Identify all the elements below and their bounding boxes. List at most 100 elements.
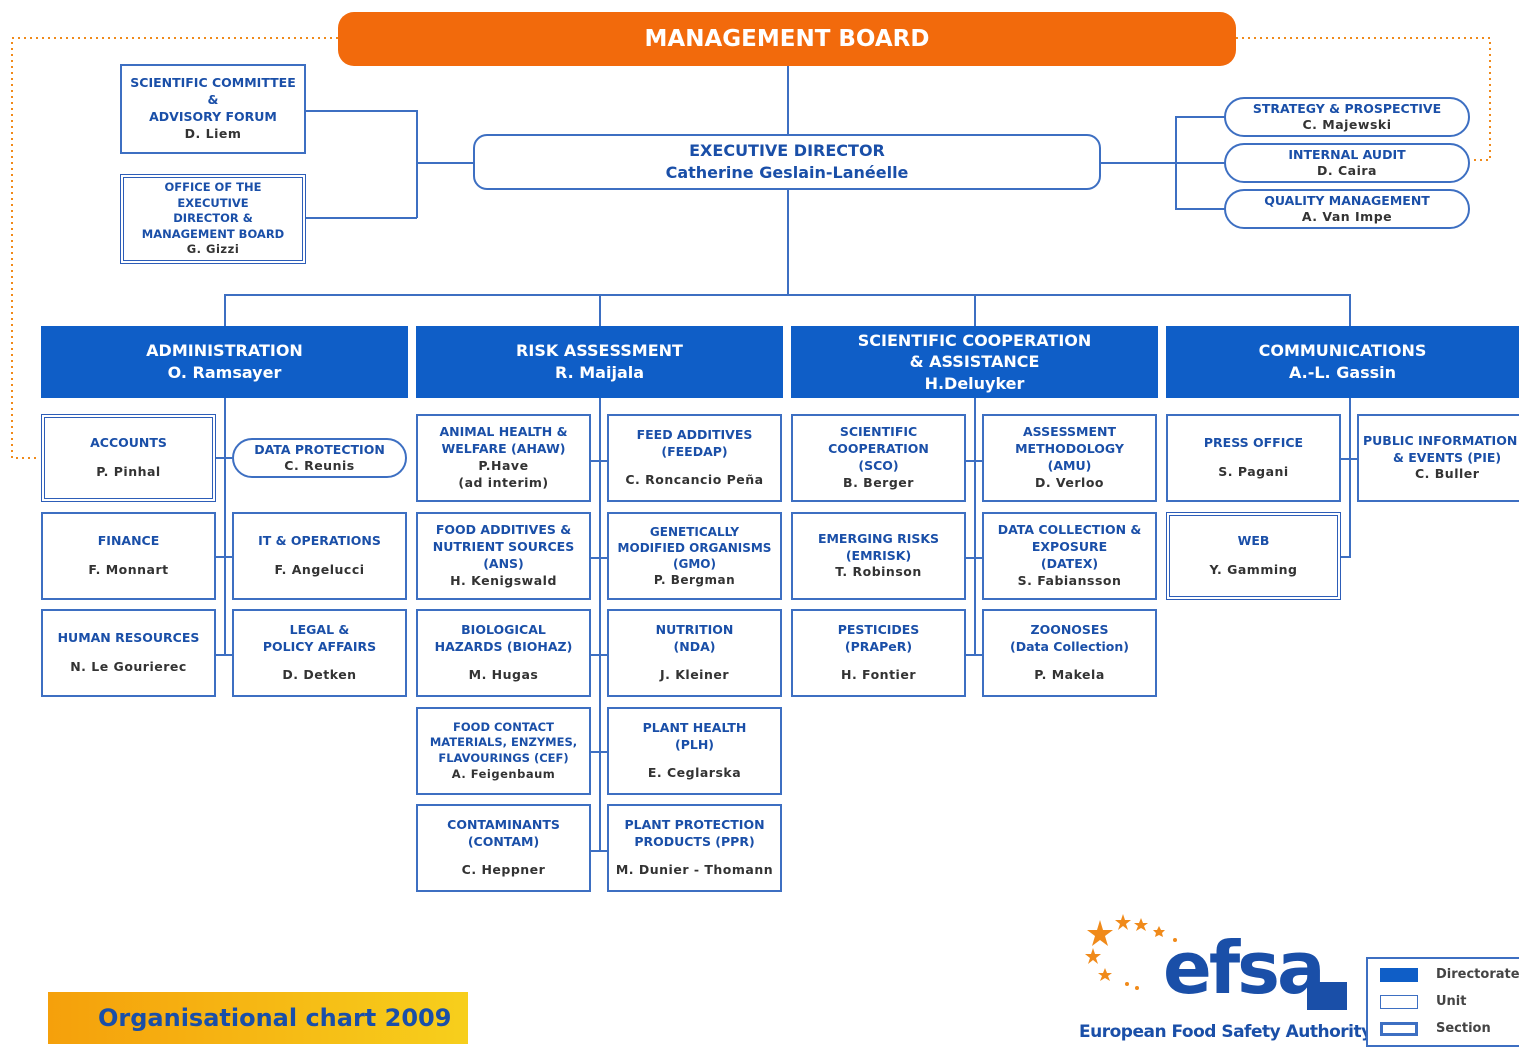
unit-title: IT & OPERATIONS [258,533,381,549]
box-line: SCIENTIFIC COMMITTEE [130,75,296,91]
legend-swatch-unit [1380,994,1418,1009]
unit-person: M. Hugas [468,667,539,683]
unit-title: METHODOLOGY [1015,441,1124,457]
unit-legal-policy: LEGAL & POLICY AFFAIRS D. Detken [232,609,407,697]
unit-plh: PLANT HEALTH (PLH) E. Ceglarska [607,707,782,795]
directorate-head: A.-L. Gassin [1288,363,1397,382]
unit-title: EMERGING RISKS [817,530,940,546]
unit-title: SCIENTIFIC [839,424,918,440]
unit-press-office: PRESS OFFICE S. Pagani [1166,414,1341,502]
directorate-head: O. Ramsayer [167,363,282,382]
legend-label: Unit [1436,994,1467,1009]
unit-title: (Data Collection) [1010,638,1129,654]
unit-person: C. Roncancio Peña [625,472,764,488]
unit-emrisk: EMERGING RISKS (EMRISK) T. Robinson [791,512,966,600]
unit-title: (GMO) [673,557,716,571]
pill-person: A. Van Impe [1301,209,1393,224]
unit-nda: NUTRITION (NDA) J. Kleiner [607,609,782,697]
directorate-communications: COMMUNICATIONS A.-L. Gassin [1166,326,1519,398]
unit-it-operations: IT & OPERATIONS F. Angelucci [232,512,407,600]
unit-datex: DATA COLLECTION & EXPOSURE (DATEX) S. Fa… [982,512,1157,600]
stars-icon [1085,914,1177,990]
unit-zoonoses: ZOONOSES (Data Collection) P. Makela [982,609,1157,697]
unit-person: P. Makela [1034,667,1105,683]
unit-title: HAZARDS (BIOHAZ) [434,638,573,654]
unit-person: C. Reunis [284,458,355,473]
unit-title: (DATEX) [1040,556,1099,571]
unit-title: (AMU) [1047,458,1092,473]
unit-title: WELFARE (AHAW) [441,441,566,457]
unit-accounts: ACCOUNTS P. Pinhal [41,414,216,502]
unit-title: WEB [1237,533,1270,549]
unit-title: PRODUCTS (PPR) [634,833,755,849]
legend: Directorate Unit Section [1366,957,1519,1047]
unit-title: GENETICALLY [649,524,740,539]
box-line: OFFICE OF THE EXECUTIVE [164,180,262,210]
unit-person: B. Berger [843,474,914,490]
unit-human-resources: HUMAN RESOURCES N. Le Gourierec [41,609,216,697]
box-line: DIRECTOR & [173,211,253,226]
legend-swatch-section [1380,1021,1418,1036]
unit-title: FEED ADDITIVES [636,426,753,442]
unit-title: (SCO) [858,458,899,473]
unit-title: (FEEDAP) [661,443,728,459]
pill-person: C. Majewski [1302,117,1392,132]
unit-person: S. Fabiansson [1017,572,1122,588]
internal-audit-pill: INTERNAL AUDIT D. Caira [1224,143,1470,183]
directorate-title: COMMUNICATIONS [1258,340,1427,360]
unit-data-protection: DATA PROTECTION C. Reunis [232,438,407,478]
unit-person: H. Fontier [841,667,916,683]
box-line: ADVISORY FORUM [149,109,277,124]
executive-title: EXECUTIVE DIRECTOR [689,140,885,160]
unit-title: NUTRIENT SOURCES [432,539,575,555]
unit-gmo: GENETICALLY MODIFIED ORGANISMS (GMO) P. … [607,512,782,600]
strategy-pill: STRATEGY & PROSPECTIVE C. Majewski [1224,97,1470,137]
efsa-logo: efsa European Food Safety Authority [1075,910,1372,1044]
unit-title: EXPOSURE [1031,539,1108,555]
pill-title: QUALITY MANAGEMENT [1264,192,1430,208]
unit-pie: PUBLIC INFORMATION & EVENTS (PIE) C. Bul… [1357,414,1519,502]
unit-title: FLAVOURINGS (CEF) [438,751,569,765]
directorate-head: R. Maijala [554,363,645,382]
unit-title: COOPERATION [828,441,929,457]
unit-person: C. Heppner [461,862,546,878]
legend-unit: Unit [1380,994,1466,1009]
unit-title: & EVENTS (PIE) [1393,449,1502,465]
unit-amu: ASSESSMENT METHODOLOGY (AMU) D. Verloo [982,414,1157,502]
unit-person: A. Feigenbaum [451,766,556,781]
unit-person: N. Le Gourierec [70,659,187,674]
pill-title: STRATEGY & PROSPECTIVE [1252,100,1442,116]
unit-title: CONTAMINANTS [447,816,560,832]
unit-title: (PLH) [674,736,714,752]
box-line: & [207,92,219,108]
directorate-scientific-cooperation: SCIENTIFIC COOPERATION & ASSISTANCE H.De… [791,326,1158,398]
unit-sco: SCIENTIFIC COOPERATION (SCO) B. Berger [791,414,966,502]
unit-ppr: PLANT PROTECTION PRODUCTS (PPR) M. Dunie… [607,804,782,892]
quality-management-pill: QUALITY MANAGEMENT A. Van Impe [1224,189,1470,229]
pill-person: D. Caira [1317,163,1377,178]
unit-contam: CONTAMINANTS (CONTAM) C. Heppner [416,804,591,892]
directorate-title: ADMINISTRATION [146,340,303,360]
unit-title: PLANT HEALTH [642,719,747,735]
unit-ahaw: ANIMAL HEALTH & WELFARE (AHAW) P.Have (a… [416,414,591,502]
unit-title: FOOD CONTACT [453,719,554,734]
unit-person: J. Kleiner [659,667,730,683]
box-person: D. Liem [184,125,242,141]
legend-swatch-directorate [1380,967,1418,982]
box-line: MANAGEMENT BOARD [141,226,285,241]
executive-name: Catherine Geslain-Lanéelle [665,163,909,182]
unit-title: FINANCE [97,533,160,549]
efsa-tagline: European Food Safety Authority [1079,1022,1372,1042]
unit-title: PLANT PROTECTION [624,816,765,832]
unit-title: PESTICIDES [837,621,920,637]
directorate-head: H.Deluyker [924,373,1025,393]
unit-person: D. Detken [282,667,357,683]
directorate-risk-assessment: RISK ASSESSMENT R. Maijala [416,326,783,398]
unit-title: HUMAN RESOURCES [57,630,200,646]
unit-title: POLICY AFFAIRS [262,638,377,654]
scientific-committee-box: SCIENTIFIC COMMITTEE & ADVISORY FORUM D.… [120,64,306,154]
legend-section: Section [1380,1021,1491,1036]
unit-title: PUBLIC INFORMATION [1363,432,1518,448]
directorate-administration: ADMINISTRATION O. Ramsayer [41,326,408,398]
unit-title: MODIFIED ORGANISMS [617,540,772,555]
